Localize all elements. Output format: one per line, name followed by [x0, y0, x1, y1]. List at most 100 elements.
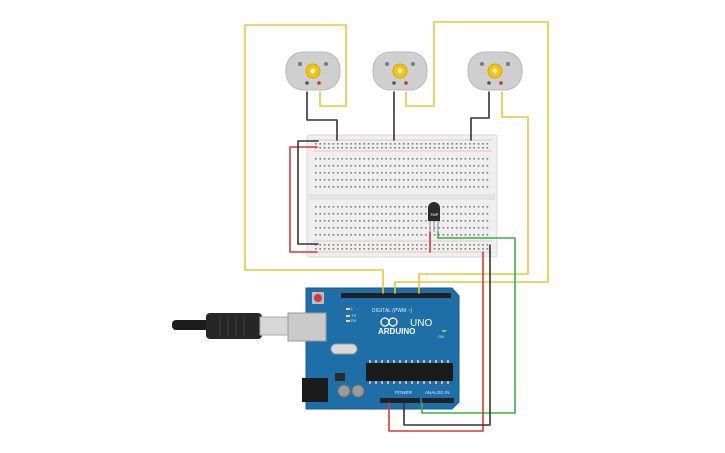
wire-red-power[interactable]: [388, 251, 484, 432]
motor-2[interactable]: [372, 51, 428, 91]
breadboard[interactable]: [306, 134, 498, 258]
breadboard-hole: [442, 220, 445, 222]
motor-3[interactable]: [467, 51, 523, 91]
wire-yellow-motor1[interactable]: [244, 24, 384, 294]
breadboard-hole: [425, 172, 427, 174]
wire-black-motor3[interactable]: [470, 91, 490, 141]
small-chip: [335, 373, 345, 381]
breadboard-hole: [341, 206, 343, 208]
wire-black-motor1[interactable]: [306, 91, 338, 141]
breadboard-hole: [328, 147, 330, 149]
breadboard-hole: [477, 248, 480, 250]
breadboard-hole: [389, 206, 392, 208]
breadboard-hole: [420, 248, 423, 250]
breadboard-hole: [381, 234, 383, 236]
breadboard-hole: [381, 206, 383, 208]
breadboard-hole: [328, 227, 330, 229]
breadboard-hole: [425, 213, 427, 215]
breadboard-hole: [367, 165, 370, 167]
breadboard-hole: [429, 158, 431, 160]
breadboard-hole: [469, 206, 471, 208]
breadboard-hole: [376, 165, 379, 167]
chip-pin: [417, 381, 419, 384]
breadboard-hole: [482, 206, 484, 208]
breadboard-hole: [447, 248, 449, 250]
motor-terminal: [305, 81, 309, 85]
power-header-label: POWER: [395, 390, 413, 395]
breadboard-hole: [477, 172, 480, 174]
breadboard-channel: [309, 194, 495, 200]
breadboard-hole: [486, 220, 489, 222]
breadboard-hole: [337, 234, 339, 236]
motor-1[interactable]: [285, 51, 341, 91]
breadboard-hole: [416, 227, 418, 229]
breadboard-hole: [350, 172, 352, 174]
breadboard-hole: [359, 213, 361, 215]
breadboard-hole: [398, 213, 401, 215]
breadboard-hole: [447, 206, 449, 208]
breadboard-hole: [477, 158, 480, 160]
breadboard-hole: [464, 186, 467, 188]
breadboard-hole: [359, 165, 361, 167]
breadboard-hole: [372, 172, 374, 174]
breadboard-hole: [376, 220, 379, 222]
breadboard-hole: [385, 213, 387, 215]
usb-cable[interactable]: [172, 313, 291, 339]
wire-yellow-motor2[interactable]: [394, 21, 549, 294]
breadboard-hole: [394, 186, 396, 188]
breadboard-hole: [350, 179, 352, 181]
motor-screw: [480, 62, 484, 66]
breadboard-hole: [469, 143, 471, 145]
motor-screw: [324, 62, 328, 66]
chip-pins: [369, 360, 449, 384]
wire-black-rail-left[interactable]: [297, 140, 319, 245]
chip-pin: [387, 360, 389, 363]
breadboard-hole: [433, 179, 436, 181]
breadboard-hole: [367, 143, 370, 145]
breadboard-hole: [345, 186, 348, 188]
breadboard-hole: [367, 227, 370, 229]
breadboard-hole: [389, 158, 392, 160]
breadboard-hole: [385, 206, 387, 208]
motor-terminal: [499, 81, 503, 85]
digital-header-label: DIGITAL (PWM ~): [372, 308, 412, 314]
temperature-sensor[interactable]: TMP: [428, 202, 440, 232]
digital-header[interactable]: [341, 293, 451, 298]
power-header-strip[interactable]: [380, 398, 420, 403]
breadboard-hole: [354, 143, 357, 145]
breadboard-hole: [363, 147, 365, 149]
breadboard-hole: [482, 227, 484, 229]
breadboard-hole: [420, 147, 423, 149]
analog-header-strip[interactable]: [422, 398, 454, 403]
wire-black-ground[interactable]: [403, 244, 491, 426]
wire-green-signal[interactable]: [421, 231, 516, 414]
breadboard-hole: [341, 172, 343, 174]
breadboard-hole: [407, 143, 409, 145]
breadboard-hole: [473, 234, 475, 236]
wire-red-rail-left[interactable]: [289, 146, 318, 253]
wire-yellow-motor3[interactable]: [418, 91, 529, 294]
breadboard-hole: [385, 220, 387, 222]
arduino-uno[interactable]: DIGITAL (PWM ~) ARDUINO UNO POWER ANALOG…: [287, 287, 460, 410]
breadboard-hole: [447, 143, 449, 145]
breadboard-hole: [477, 206, 480, 208]
breadboard-hole: [319, 165, 321, 167]
breadboard-hole: [429, 147, 431, 149]
breadboard-hole: [319, 227, 321, 229]
breadboard-hole: [328, 186, 330, 188]
chip-pin: [423, 381, 425, 384]
breadboard-hole: [350, 165, 352, 167]
reset-button[interactable]: [314, 294, 322, 302]
breadboard-hole: [403, 227, 405, 229]
breadboard-hole: [416, 206, 418, 208]
breadboard-hole: [372, 248, 374, 250]
breadboard-hole: [429, 172, 431, 174]
breadboard-hole: [394, 227, 396, 229]
breadboard-hole: [367, 206, 370, 208]
breadboard-hole: [323, 227, 326, 229]
breadboard-hole: [447, 179, 449, 181]
breadboard-hole: [486, 234, 489, 236]
breadboard-hole: [315, 213, 317, 215]
breadboard-hole: [332, 227, 335, 229]
usb-cable-end: [172, 320, 212, 330]
